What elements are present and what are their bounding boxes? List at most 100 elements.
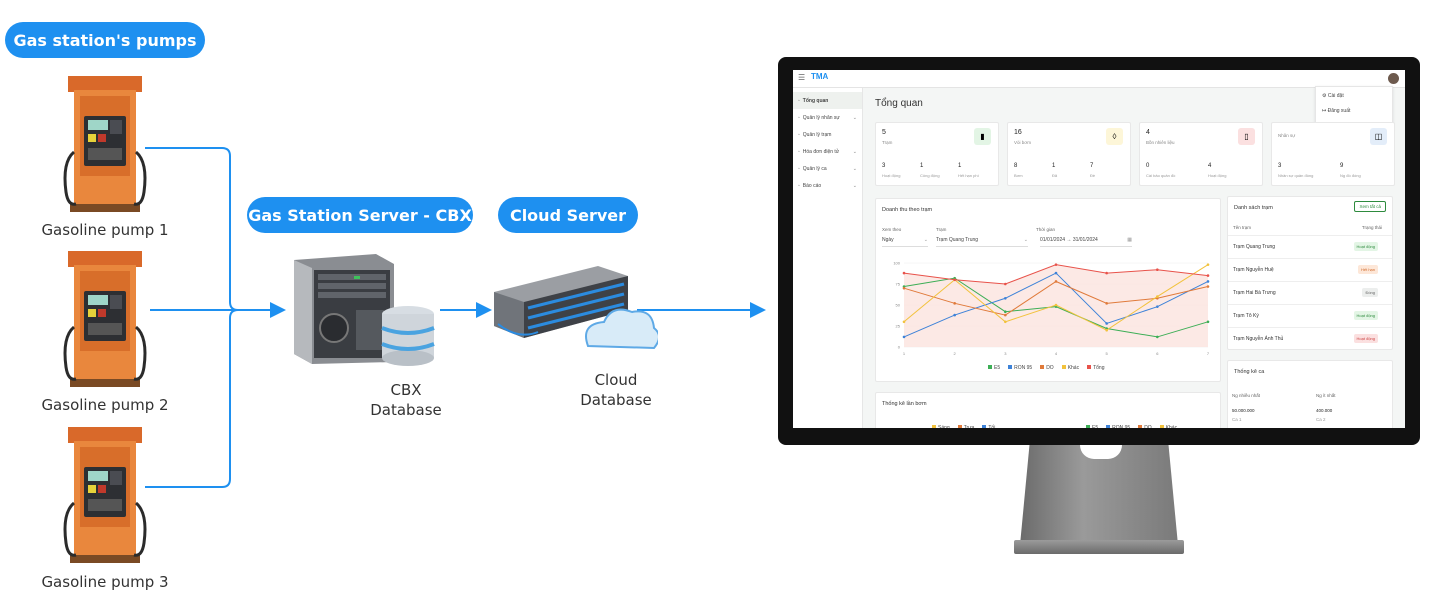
stat-sub-label: Cài bảo quản đồ xyxy=(1146,173,1175,178)
data-point[interactable] xyxy=(1156,295,1159,298)
data-point[interactable] xyxy=(1156,336,1159,339)
station-name: Trạm Nguyễn Huệ xyxy=(1233,267,1274,273)
legend-label: DO xyxy=(1144,425,1152,428)
data-point[interactable] xyxy=(903,287,906,290)
filter-view-select[interactable]: Ngày ⌄ xyxy=(882,237,928,247)
data-point[interactable] xyxy=(1055,272,1058,275)
sidebar-item-3[interactable]: ◦Hóa đơn điện tử⌄ xyxy=(793,143,862,160)
data-point[interactable] xyxy=(903,272,906,275)
data-point[interactable] xyxy=(1004,314,1007,317)
stat-value: 4 xyxy=(1146,129,1150,136)
settings-menu-item[interactable]: ⚙ Cài đặt xyxy=(1322,93,1386,99)
stat-sub-label: Đề xyxy=(1090,173,1095,178)
pump3-caption: Gasoline pump 3 xyxy=(40,572,170,592)
sidebar-item-2[interactable]: ◦Quản lý trạm xyxy=(793,126,862,143)
avatar[interactable] xyxy=(1388,73,1399,84)
legend-swatch xyxy=(988,365,992,369)
menu-icon[interactable]: ☰ xyxy=(798,73,805,82)
data-point[interactable] xyxy=(1004,310,1007,313)
data-point[interactable] xyxy=(1004,283,1007,286)
sidebar-item-label: Quản lý nhân sự xyxy=(803,115,840,121)
data-point[interactable] xyxy=(953,279,956,282)
legend-swatch xyxy=(1008,365,1012,369)
data-point[interactable] xyxy=(953,302,956,305)
dashboard-sidebar: ◦Tổng quan◦Quản lý nhân sự⌄◦Quản lý trạm… xyxy=(793,88,863,428)
logout-menu-item[interactable]: ↦ Đăng xuất xyxy=(1322,108,1386,114)
legend-item: DO xyxy=(1138,425,1152,428)
data-point[interactable] xyxy=(1207,285,1210,288)
data-point[interactable] xyxy=(1055,280,1058,283)
data-point[interactable] xyxy=(903,336,906,339)
cbx-db-line1: CBX xyxy=(356,380,456,400)
stat-sub-value: 7 xyxy=(1090,163,1093,169)
sidebar-item-5[interactable]: ◦Báo cáo⌄ xyxy=(793,177,862,194)
y-tick-label: 75 xyxy=(896,282,901,287)
cbx-db-line2: Database xyxy=(356,400,456,420)
chevron-down-icon: ⌄ xyxy=(853,115,857,121)
sidebar-item-icon: ◦ xyxy=(798,166,800,172)
sidebar-item-4[interactable]: ◦Quản lý ca⌄ xyxy=(793,160,862,177)
status-badge-text: Hết hạn xyxy=(1361,267,1375,272)
legend-item: E5 xyxy=(988,365,1000,371)
stat-sub-value: 3 xyxy=(882,163,885,169)
col-station-status: Trạng thái xyxy=(1362,225,1382,230)
data-point[interactable] xyxy=(1207,274,1210,277)
cbx-db-caption: CBX Database xyxy=(356,380,456,420)
data-point[interactable] xyxy=(1207,321,1210,324)
status-badge: Đóng xyxy=(1362,288,1378,297)
data-point[interactable] xyxy=(1105,322,1108,325)
view-all-button[interactable]: Xem tất cả xyxy=(1354,201,1386,212)
data-point[interactable] xyxy=(1004,321,1007,324)
data-point[interactable] xyxy=(1105,272,1108,275)
data-point[interactable] xyxy=(1004,297,1007,300)
monitor: ☰ TMA ◦Tổng quan◦Quản lý nhân sự⌄◦Quản l… xyxy=(778,57,1420,445)
legend-item: RON 95 xyxy=(1106,425,1130,428)
data-point[interactable] xyxy=(1055,263,1058,266)
date-range-input[interactable]: 01/01/2024 → 31/01/2024 ▦ xyxy=(1040,237,1132,247)
data-point[interactable] xyxy=(1105,302,1108,305)
filter-station-select[interactable]: Trạm Quang Trung ⌄ xyxy=(936,237,1028,247)
filter-time-label: Thời gian xyxy=(1036,227,1055,232)
status-badge: Hết hạn xyxy=(1358,265,1378,274)
chevron-down-icon: ⌄ xyxy=(853,166,857,172)
stat-icon: ▮ xyxy=(974,128,991,145)
data-point[interactable] xyxy=(903,321,906,324)
station-name: Trạm Tô Ký xyxy=(1233,313,1259,319)
data-point[interactable] xyxy=(1105,329,1108,332)
stat-icon-glyph: ▮ xyxy=(980,132,984,141)
stat-sub-value: 0 xyxy=(1146,163,1149,169)
dashboard-screen: ☰ TMA ◦Tổng quan◦Quản lý nhân sự⌄◦Quản l… xyxy=(793,70,1405,428)
data-point[interactable] xyxy=(953,314,956,317)
legend-swatch xyxy=(1062,365,1066,369)
stat-sub-value: 1 xyxy=(958,163,961,169)
revenue-line-chart: 02550751001234567 xyxy=(878,257,1218,367)
sidebar-item-label: Báo cáo xyxy=(803,183,821,189)
stat-sub-value: 9 xyxy=(1340,163,1343,169)
calendar-icon: ▦ xyxy=(1127,237,1132,243)
sidebar-item-0[interactable]: ◦Tổng quan xyxy=(793,92,862,109)
station-row[interactable]: Trạm Nguyễn Huệ Hết hạn xyxy=(1228,258,1392,281)
stat-label: Vòi bơm xyxy=(1014,140,1031,145)
pump-legend-shift: SángTrưaTối xyxy=(932,425,995,428)
data-point[interactable] xyxy=(1207,263,1210,266)
sidebar-item-icon: ◦ xyxy=(798,115,800,121)
cbx-server-icon xyxy=(290,250,440,370)
pump-stats-title: Thống kê lần bơm xyxy=(882,401,927,407)
legend-swatch xyxy=(1086,425,1090,428)
shift-v2: 400.000 xyxy=(1316,408,1332,413)
data-point[interactable] xyxy=(1207,280,1210,283)
stat-icon-glyph: ▯ xyxy=(1244,132,1248,141)
station-list-title: Danh sách trạm xyxy=(1234,205,1273,211)
server-title-pill: Gas Station Server - CBX xyxy=(247,197,473,233)
tma-logo: TMA xyxy=(811,72,828,81)
sidebar-item-1[interactable]: ◦Quản lý nhân sự ⌄ xyxy=(793,109,862,126)
data-point[interactable] xyxy=(1156,305,1159,308)
data-point[interactable] xyxy=(1055,304,1058,307)
cloud-db-line2: Database xyxy=(566,390,666,410)
data-point[interactable] xyxy=(1156,268,1159,271)
